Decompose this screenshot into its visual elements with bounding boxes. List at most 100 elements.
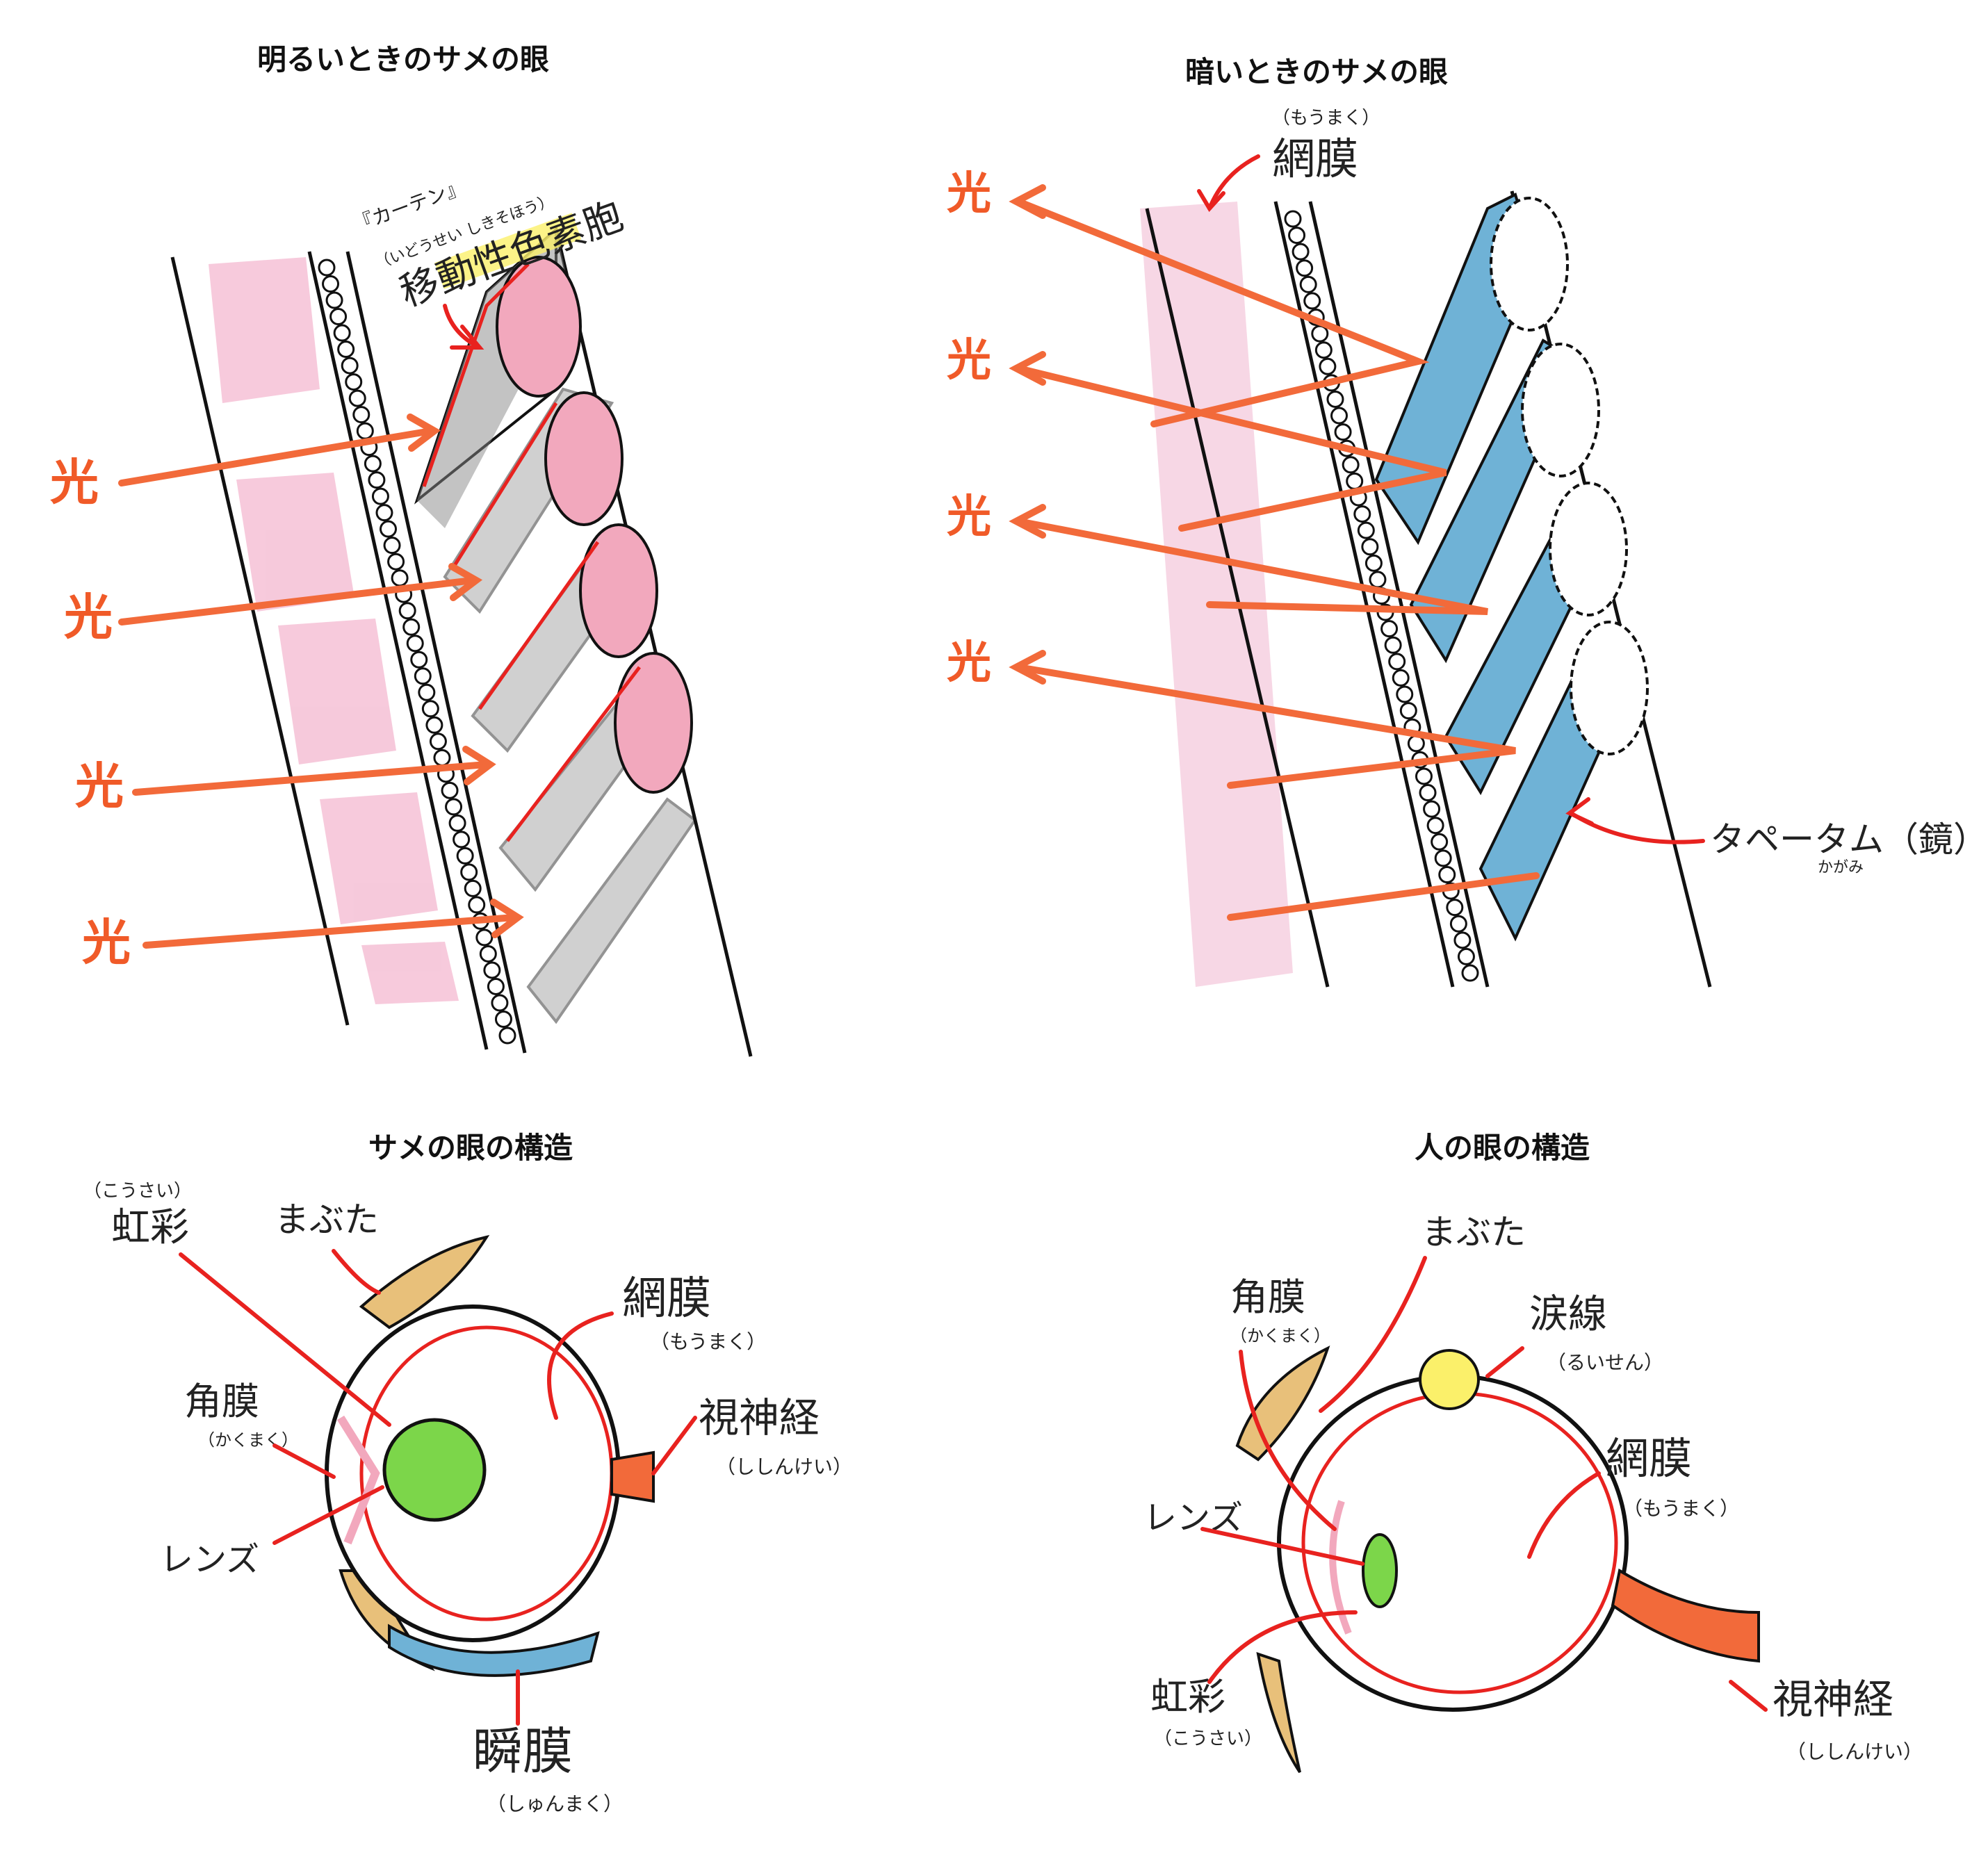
lacrimal-gland bbox=[1419, 1349, 1480, 1410]
light-label: 光 bbox=[947, 491, 991, 543]
photoreceptor-circle bbox=[1453, 931, 1472, 949]
sclera-line bbox=[1145, 208, 1330, 988]
lens-label: レンズ bbox=[160, 1540, 259, 1579]
photoreceptor-circle bbox=[371, 487, 389, 505]
photoreceptor-circle bbox=[1334, 423, 1352, 441]
photoreceptor-circle bbox=[341, 357, 359, 375]
photoreceptor-circle bbox=[1357, 521, 1375, 539]
photoreceptor-circle bbox=[364, 455, 382, 473]
photoreceptor-circle bbox=[1303, 292, 1321, 310]
photoreceptor-circle bbox=[445, 798, 463, 816]
photoreceptor-circle bbox=[498, 1027, 516, 1045]
optic-nerve-furigana: （ししんけい） bbox=[716, 1455, 852, 1478]
photoreceptor-circle bbox=[1431, 833, 1449, 851]
photoreceptor-circle bbox=[429, 733, 447, 751]
panel-human-eye: 人の眼の構造 まぶた 角膜 （かくまく） 涙線 （るいせん） レンズ 網膜 （も… bbox=[994, 1084, 1988, 1873]
photoreceptor-circle bbox=[318, 259, 336, 277]
eyelid-label: まぶた bbox=[1421, 1212, 1526, 1252]
panel-title: 暗いときのサメの眼 bbox=[1185, 55, 1449, 89]
photoreceptor-circle bbox=[418, 683, 436, 701]
iris-furigana: （こうさい） bbox=[1154, 1728, 1262, 1749]
photoreceptor-circle bbox=[1314, 341, 1333, 359]
photoreceptor-circle bbox=[479, 944, 497, 963]
iris-label: 虹彩 bbox=[111, 1205, 189, 1250]
photoreceptor-circle bbox=[453, 831, 471, 849]
photoreceptor-circle bbox=[356, 422, 374, 440]
lacrimal-furigana: （るいせん） bbox=[1547, 1351, 1663, 1374]
tapetum-pointer-head bbox=[1565, 797, 1594, 826]
eyelid-label: まぶた bbox=[275, 1200, 379, 1240]
retina-pointer bbox=[1527, 1471, 1601, 1559]
choroid-pink-patches bbox=[209, 257, 459, 1004]
photoreceptor-circle bbox=[1284, 210, 1302, 228]
photoreceptor-circle bbox=[1388, 653, 1406, 671]
optic-nerve-furigana: （ししんけい） bbox=[1786, 1740, 1923, 1763]
retina-label: 網膜 bbox=[622, 1273, 711, 1325]
photoreceptor-circle bbox=[475, 929, 494, 947]
sclera-line bbox=[170, 256, 350, 1026]
photoreceptor-circle bbox=[491, 994, 509, 1012]
lens-pointer bbox=[272, 1485, 384, 1545]
photoreceptor-circle bbox=[1399, 702, 1417, 720]
cornea-label: 角膜 bbox=[184, 1380, 259, 1423]
retina-pointer bbox=[1207, 154, 1260, 211]
photoreceptor-circle bbox=[1384, 636, 1402, 654]
light-rays bbox=[1009, 184, 1540, 921]
pigment-cells bbox=[414, 226, 697, 1024]
photoreceptor-circle bbox=[387, 553, 405, 571]
photoreceptor-circle bbox=[1369, 571, 1387, 589]
optic-nerve-shape bbox=[610, 1450, 655, 1503]
photoreceptor-circle bbox=[494, 1010, 512, 1028]
retina-line-left bbox=[307, 251, 489, 1050]
cornea-pointer bbox=[1239, 1350, 1337, 1531]
light-label: 光 bbox=[947, 637, 991, 689]
human-eye-diagram: まぶた 角膜 （かくまく） 涙線 （るいせん） レンズ 網膜 （もうまく） 虹彩… bbox=[1143, 1212, 1923, 1774]
photoreceptor-circle bbox=[1311, 325, 1329, 343]
tapetum-label: タペータム（鏡） bbox=[1710, 819, 1988, 860]
photoreceptor-circle bbox=[1380, 620, 1399, 638]
photoreceptor-circle bbox=[1288, 227, 1306, 245]
photoreceptor-circle bbox=[337, 341, 355, 359]
photoreceptor-circle bbox=[421, 700, 439, 718]
photoreceptor-circle bbox=[1457, 947, 1475, 965]
photoreceptor-circle bbox=[398, 602, 416, 620]
retina-furigana: （もうまく） bbox=[1623, 1497, 1739, 1520]
cornea-label: 角膜 bbox=[1230, 1275, 1305, 1319]
photoreceptor-circle bbox=[402, 618, 421, 636]
photoreceptor-circle bbox=[1419, 784, 1437, 802]
photoreceptor-circle bbox=[322, 275, 340, 293]
light-label: 光 bbox=[75, 758, 124, 815]
retina-line-left bbox=[1273, 201, 1455, 988]
photoreceptor-circle bbox=[368, 471, 386, 489]
photoreceptor-circle bbox=[441, 781, 459, 799]
photoreceptor-circle bbox=[1346, 472, 1364, 490]
cornea-furigana: （かくまく） bbox=[198, 1430, 298, 1450]
eyelid-pointer bbox=[332, 1249, 381, 1295]
photoreceptor-circle bbox=[1423, 800, 1441, 818]
photoreceptor-circle bbox=[1449, 915, 1467, 933]
photoreceptor-circle bbox=[410, 651, 428, 669]
retina-furigana: （もうまく） bbox=[650, 1330, 766, 1353]
photoreceptor-circle bbox=[1446, 899, 1464, 917]
curtain-label: 『カーテン』 bbox=[350, 175, 468, 236]
optic-nerve-label: 視神経 bbox=[1773, 1676, 1893, 1723]
shark-eye-diagram: （こうさい） 虹彩 まぶた 網膜 （もうまく） 角膜 （かくまく） 視神経 （し… bbox=[83, 1181, 852, 1815]
photoreceptor-circle bbox=[352, 406, 370, 424]
nictitating-label: 瞬膜 bbox=[473, 1722, 573, 1781]
photoreceptor-circle bbox=[1396, 685, 1414, 703]
photoreceptor-circle bbox=[1292, 243, 1310, 261]
dark-diagram: 光 光 光 光 （もうまく） 網膜 タペータム（鏡） かがみ bbox=[947, 108, 1988, 988]
photoreceptor-circle bbox=[380, 520, 398, 538]
tapetum-cells bbox=[1374, 193, 1649, 942]
panel-dark: 暗いときのサメの眼 bbox=[931, 0, 1988, 1084]
photoreceptor-circle bbox=[345, 373, 363, 391]
retina-pointer bbox=[547, 1311, 614, 1420]
photoreceptor-circle bbox=[456, 846, 474, 865]
tapetum-pointer bbox=[1569, 811, 1705, 844]
panel-shark-eye: サメの眼の構造 （こうさい） 虹彩 まぶた 網膜 （もうまく） 角膜 （かくまく… bbox=[0, 1084, 994, 1873]
photoreceptor-circle bbox=[1461, 964, 1479, 982]
photoreceptor-circle bbox=[1353, 505, 1371, 523]
lacrimal-pointer bbox=[1485, 1346, 1524, 1378]
optic-nerve-label: 視神経 bbox=[699, 1394, 820, 1441]
lacrimal-label: 涙線 bbox=[1529, 1292, 1607, 1337]
